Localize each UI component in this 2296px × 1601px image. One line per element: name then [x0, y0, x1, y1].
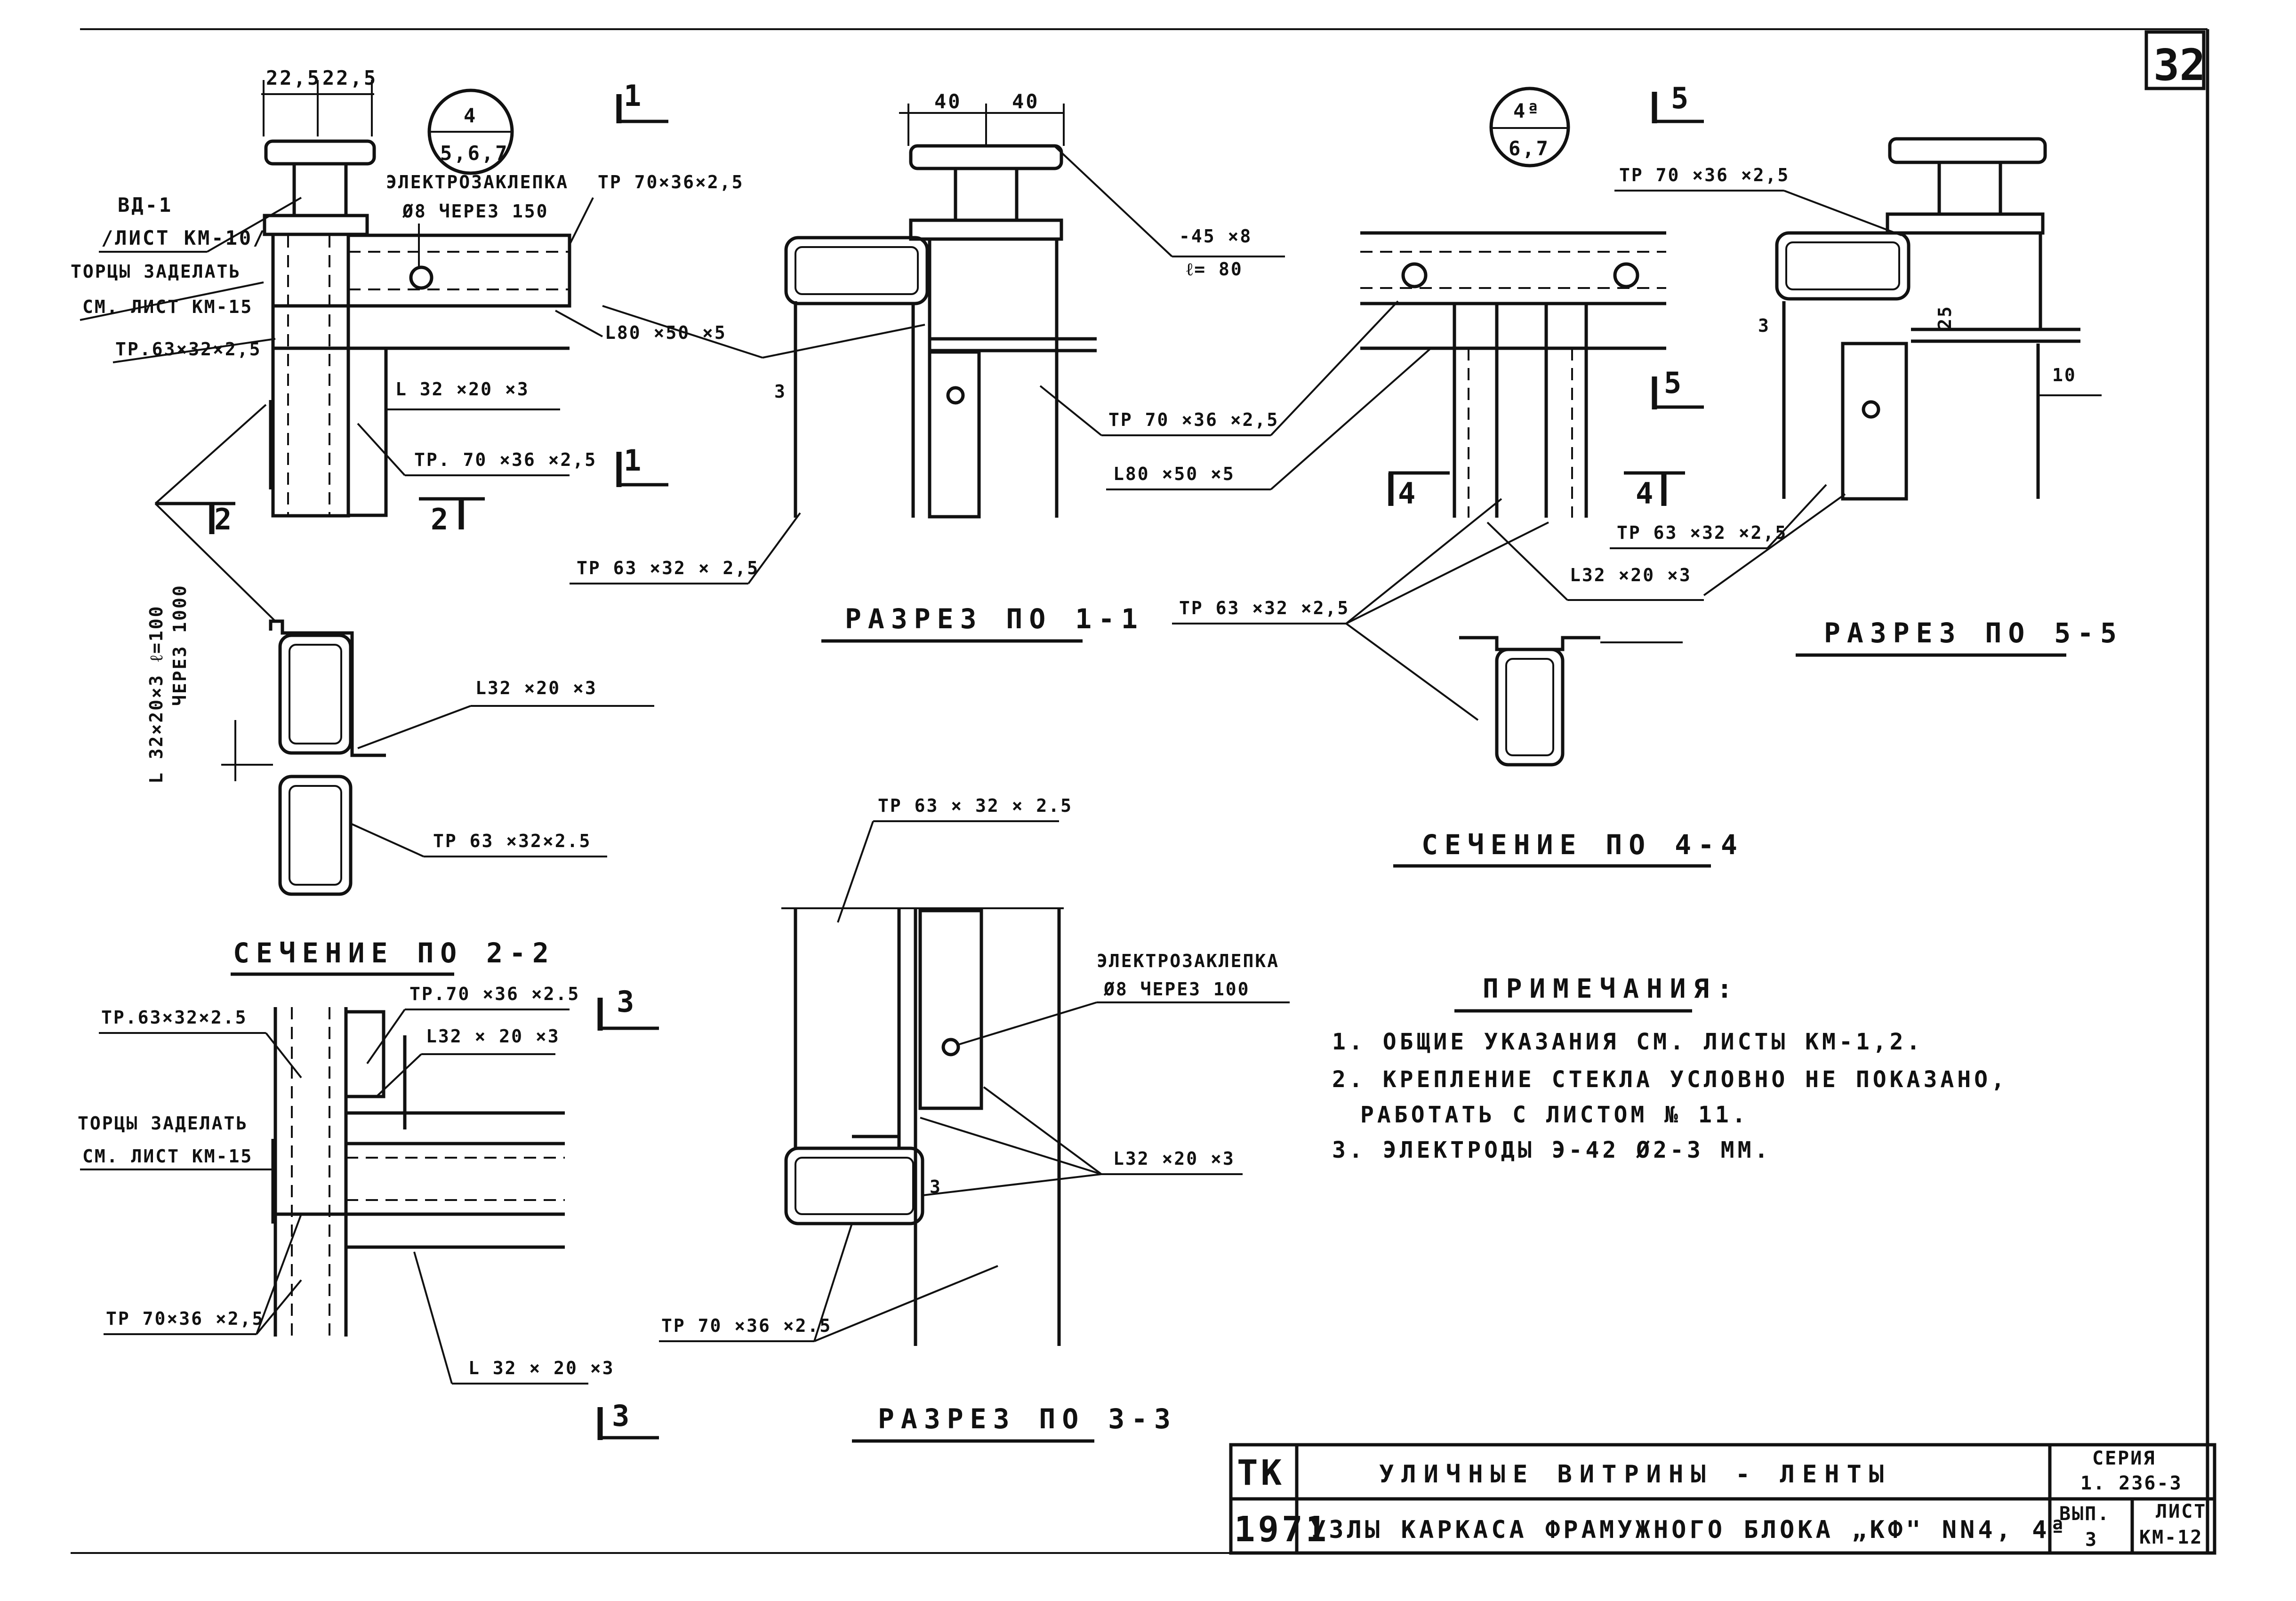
s44-l32-label: L32 ×20 ×3: [1570, 565, 1692, 585]
l32-label: L 32 ×20 ×3: [395, 379, 530, 400]
bl-ends-1: ТОРЦЫ ЗАДЕЛАТЬ: [78, 1113, 248, 1134]
cut-1-top: 1: [624, 79, 641, 113]
s11-title: РАЗРЕЗ ПО 1-1: [845, 603, 1144, 635]
s22-l32-label: L32 ×20 ×3: [475, 678, 597, 698]
cut-2-right: 2: [431, 502, 448, 536]
s11-dim-40-a: 40: [934, 90, 962, 113]
bl-cut3-top: 3: [617, 985, 634, 1019]
s55-dim-25: 25: [1935, 305, 1955, 329]
s33-tp63-label: ТР 63 × 32 × 2.5: [878, 795, 1073, 816]
tb-sheet-label: ЛИСТ: [2156, 1501, 2207, 1522]
s44-cut4-b: 4: [1636, 476, 1653, 511]
s33-tp70-label: ТР 70 ×36 ×2.5: [661, 1315, 832, 1336]
bd-label: ВД-1: [118, 193, 173, 216]
ref-circle-bottom: 5,6,7: [440, 142, 509, 165]
s44-l80-label: L80 ×50 ×5: [1113, 464, 1235, 484]
notes-title: ПРИМЕЧАНИЯ:: [1483, 974, 1740, 1004]
tb-subtitle: УЗЛЫ КАРКАСА ФРАМУЖНОГО БЛОКА „КФ" NN4, …: [1311, 1516, 2068, 1544]
s11-dim-3: 3: [774, 381, 787, 402]
s44-ref-top: 4ª: [1513, 99, 1541, 122]
bl-tp63-label: ТР.63×32×2.5: [101, 1007, 248, 1028]
dim-22-5-a: 22,5: [266, 66, 321, 89]
vert-step-label: ЧЕРЕЗ 1000: [169, 584, 190, 706]
s33-dim-3: 3: [930, 1177, 942, 1197]
tb-sheet-value: КМ-12: [2139, 1527, 2203, 1548]
vert-angle-label: L 32×20×3 ℓ=100: [146, 605, 167, 784]
ends-label-1: ТОРЦЫ ЗАДЕЛАТЬ: [71, 261, 241, 282]
tp63-label: ТР.63×32×2,5: [115, 339, 262, 360]
section-1-1: 40 40 -45 ×8 ℓ= 80 ТР 70 ×36 ×2,5 ТР 63 …: [570, 90, 1285, 643]
s11-plate-1: -45 ×8: [1179, 226, 1252, 247]
tb-title: УЛИЧНЫЕ ВИТРИНЫ - ЛЕНТЫ: [1379, 1460, 1891, 1489]
tp70-label: ТР 70×36×2,5: [598, 172, 744, 192]
bl-l32-label: L32 × 20 ×3: [426, 1026, 560, 1047]
s44-cut5-top: 5: [1671, 81, 1688, 115]
tp70b-label: ТР. 70 ×36 ×2,5: [414, 449, 597, 470]
tb-series-value: 1. 236-3: [2080, 1473, 2183, 1494]
weld-label-1: ЭЛЕКТРОЗАКЛЕПКА: [386, 172, 569, 192]
bd-sheet: /ЛИСТ КМ-10/: [101, 226, 266, 249]
bl-ends-2: СМ. ЛИСТ КМ-15: [82, 1146, 253, 1167]
notes: ПРИМЕЧАНИЯ: 1. ОБЩИЕ УКАЗАНИЯ СМ. ЛИСТЫ …: [1332, 974, 2008, 1163]
s55-dim-3: 3: [1758, 315, 1770, 336]
s44-ref-bottom: 6,7: [1509, 137, 1550, 160]
s11-dim-40-b: 40: [1012, 90, 1040, 113]
ref-circle-top: 4: [464, 104, 477, 127]
tb-issue-value: 3: [2085, 1529, 2098, 1551]
tb-year: 1971: [1234, 1509, 1329, 1550]
bl-tp70-label: ТР.70 ×36 ×2.5: [409, 984, 580, 1004]
note-3: 3. ЭЛЕКТРОДЫ Э-42 Ø2-3 ММ.: [1332, 1137, 1771, 1163]
sheet-frame: 32: [71, 28, 2209, 1554]
tb-series-label: СЕРИЯ: [2092, 1448, 2156, 1469]
bl-cut3-bottom: 3: [612, 1399, 629, 1433]
s33-weld-1: ЭЛЕКТРОЗАКЛЕПКА: [1097, 951, 1279, 971]
s11-plate-2: ℓ= 80: [1186, 259, 1243, 280]
s44-cut5-bottom: 5: [1664, 366, 1681, 400]
s55-dim-10: 10: [2052, 365, 2077, 385]
s55-title: РАЗРЕЗ ПО 5-5: [1824, 617, 2123, 649]
s22-tp63-label: ТР 63 ×32×2.5: [433, 831, 591, 851]
section-2-2: L 32×20×3 ℓ=100 ЧЕРЕЗ 1000 L32 ×20 ×3 ТР…: [146, 584, 654, 976]
node-bottom-left: ТР.63×32×2.5 ТР.70 ×36 ×2.5 L32 × 20 ×3 …: [78, 984, 659, 1440]
note-2-cont: РАБОТАТЬ С ЛИСТОМ № 11.: [1360, 1102, 1749, 1128]
cut-2-left: 2: [214, 502, 232, 536]
s11-tp63-label: ТР 63 ×32 × 2,5: [577, 558, 759, 578]
weld-label-2: Ø8 ЧЕРЕЗ 150: [402, 201, 549, 222]
note-2: 2. КРЕПЛЕНИЕ СТЕКЛА УСЛОВНО НЕ ПОКАЗАНО,: [1332, 1066, 2008, 1093]
dim-22-5-b: 22,5: [322, 66, 377, 89]
s22-title: СЕЧЕНИЕ ПО 2-2: [233, 937, 555, 969]
s44-tp63-label: ТР 63 ×32 ×2,5: [1179, 598, 1349, 618]
s55-tp70-label: ТР 70 ×36 ×2,5: [1619, 165, 1790, 185]
sheet-number: 32: [2153, 40, 2206, 90]
s33-weld-2: Ø8 ЧЕРЕЗ 100: [1103, 979, 1250, 1000]
s33-l32-label: L32 ×20 ×3: [1113, 1148, 1235, 1169]
bl-tp70b-label: ТР 70×36 ×2,5: [106, 1308, 264, 1329]
tb-org: ТК: [1237, 1453, 1284, 1493]
title-block: ТК 1971 УЛИЧНЫЕ ВИТРИНЫ - ЛЕНТЫ УЗЛЫ КАР…: [1229, 1443, 2216, 1555]
s44-cut4-a: 4: [1398, 476, 1415, 511]
note-1: 1. ОБЩИЕ УКАЗАНИЯ СМ. ЛИСТЫ КМ-1,2.: [1332, 1029, 1923, 1055]
s44-title: СЕЧЕНИЕ ПО 4-4: [1421, 829, 1744, 861]
bl-l32b-label: L 32 × 20 ×3: [468, 1358, 615, 1378]
section-3-3: ТР 63 × 32 × 2.5 ЭЛЕКТРОЗАКЛЕПКА Ø8 ЧЕРЕ…: [659, 795, 1290, 1443]
cut-1-bottom: 1: [624, 443, 641, 478]
section-4-4: 4ª 6,7 L80 ×50 ×5 4 4 5 5: [1106, 81, 1744, 868]
section-5-5: ТР 70 ×36 ×2,5 3 25 10 ТР 63 ×32 ×2,5 РА…: [1610, 137, 2123, 657]
s11-tp70-label: ТР 70 ×36 ×2,5: [1108, 409, 1279, 430]
node-top-left: 22,5 22,5 4 5,6,7 ВД-1 /ЛИСТ КМ-10/ ТОРЦ…: [71, 66, 744, 622]
s33-title: РАЗРЕЗ ПО 3-3: [878, 1403, 1177, 1435]
tb-issue-label: ВЫП.: [2059, 1503, 2110, 1525]
s55-tp63-label: ТР 63 ×32 ×2,5: [1617, 522, 1787, 543]
